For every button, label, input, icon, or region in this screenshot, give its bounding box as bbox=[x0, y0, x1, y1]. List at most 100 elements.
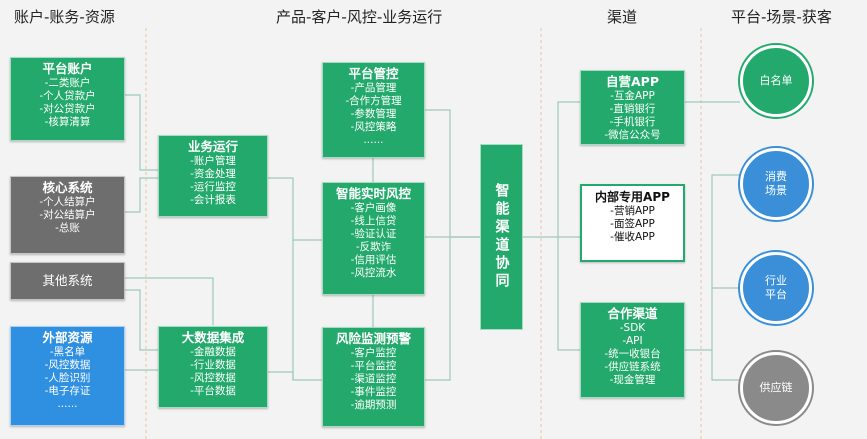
other-system-title: 其他系统 bbox=[42, 273, 93, 288]
list-item: -催收APP bbox=[610, 231, 655, 243]
smart-channel-box: 智能渠道协同 bbox=[480, 144, 523, 330]
whitelist-label: 白名单 bbox=[759, 74, 793, 87]
list-item: -运行监控 bbox=[190, 181, 236, 193]
platform-account-title: 平台账户 bbox=[42, 61, 93, 76]
list-item: -反欺诈 bbox=[355, 241, 392, 253]
list-item: -事件监控 bbox=[350, 386, 397, 398]
business-ops-title: 业务运行 bbox=[187, 139, 238, 154]
list-item: -平台监控 bbox=[350, 360, 397, 372]
list-item: -微信公众号 bbox=[604, 129, 661, 141]
risk-monitor-items: -客户监控 -平台监控 -渠道监控 -事件监控 -逾期预测 bbox=[351, 347, 397, 412]
list-item: -营销APP bbox=[610, 205, 655, 217]
whitelist-circle: 白名单 bbox=[740, 45, 812, 117]
list-item: -黑名单 bbox=[49, 346, 86, 358]
list-item: -现金管理 bbox=[609, 374, 656, 386]
platform-control-box: 平台管控 -产品管理 -合作方管理 -参数管理 -风控策略 ...... bbox=[322, 62, 425, 158]
list-item: -个人结算户 bbox=[39, 196, 96, 208]
list-item: -渠道监控 bbox=[350, 373, 397, 385]
consumer-label-line2: 场景 bbox=[765, 184, 787, 197]
big-data-items: -金融数据 -行业数据 -风控数据 -平台数据 bbox=[190, 346, 236, 398]
list-item: -个人贷款户 bbox=[39, 90, 96, 102]
list-item: -客户画像 bbox=[350, 202, 397, 214]
list-item: -供应链系统 bbox=[604, 361, 661, 373]
list-item: -二类账户 bbox=[44, 77, 91, 89]
list-item: ...... bbox=[363, 134, 384, 146]
industry-platform-circle: 行业 平台 bbox=[740, 252, 812, 324]
list-item: -参数管理 bbox=[350, 108, 397, 120]
list-item: -信用评估 bbox=[350, 254, 397, 266]
list-item: -SDK bbox=[619, 322, 646, 334]
big-data-title: 大数据集成 bbox=[181, 330, 245, 345]
consumer-scenario-circle: 消费 场景 bbox=[740, 148, 812, 220]
platform-control-items: -产品管理 -合作方管理 -参数管理 -风控策略 ...... bbox=[345, 82, 401, 147]
list-item: -客户监控 bbox=[350, 347, 397, 359]
external-resources-title: 外部资源 bbox=[42, 330, 93, 345]
list-item: -风控数据 bbox=[190, 372, 236, 384]
core-system-box: 核心系统 -个人结算户 -对公结算户 -总账 bbox=[10, 176, 125, 254]
list-item: -验证认证 bbox=[350, 228, 397, 240]
list-item: -平台数据 bbox=[190, 385, 236, 397]
list-item: -会计报表 bbox=[190, 194, 236, 206]
risk-monitor-box: 风险监测预警 -客户监控 -平台监控 -渠道监控 -事件监控 -逾期预测 bbox=[322, 327, 425, 427]
self-app-title: 自营APP bbox=[606, 74, 659, 89]
list-item: -面签APP bbox=[610, 218, 655, 230]
list-item: -行业数据 bbox=[190, 359, 236, 371]
list-item: -互金APP bbox=[610, 90, 655, 102]
business-ops-items: -账户管理 -资金处理 -运行监控 -会计报表 bbox=[190, 155, 236, 207]
internal-app-box: 内部专用APP -营销APP -面签APP -催收APP bbox=[580, 184, 685, 262]
industry-label-line1: 行业 bbox=[765, 274, 787, 287]
external-resources-box: 外部资源 -黑名单 -风控数据 -人脸识别 -电子存证 ...... bbox=[10, 326, 125, 426]
list-item: -风控数据 bbox=[44, 359, 91, 371]
list-item: -核算清算 bbox=[44, 116, 91, 128]
partner-channel-title: 合作渠道 bbox=[607, 306, 658, 321]
smart-channel-title: 智能渠道协同 bbox=[493, 183, 510, 291]
platform-account-box: 平台账户 -二类账户 -个人贷款户 -对公贷款户 -核算清算 bbox=[10, 57, 125, 141]
big-data-box: 大数据集成 -金融数据 -行业数据 -风控数据 -平台数据 bbox=[158, 326, 268, 408]
external-resources-items: -黑名单 -风控数据 -人脸识别 -电子存证 ...... bbox=[45, 346, 91, 411]
platform-account-items: -二类账户 -个人贷款户 -对公贷款户 -核算清算 bbox=[39, 77, 95, 129]
business-ops-box: 业务运行 -账户管理 -资金处理 -运行监控 -会计报表 bbox=[158, 135, 268, 217]
list-item: -风控流水 bbox=[350, 267, 397, 279]
column-title-channels: 渠道 bbox=[607, 8, 638, 26]
column-title-operations: 产品-客户-风控-业务运行 bbox=[276, 8, 443, 26]
list-item: -总账 bbox=[55, 222, 80, 234]
core-system-items: -个人结算户 -对公结算户 -总账 bbox=[39, 196, 95, 235]
list-item: -合作方管理 bbox=[345, 95, 402, 107]
internal-app-title: 内部专用APP bbox=[595, 190, 670, 204]
list-item: -统一收银台 bbox=[604, 348, 661, 360]
list-item: -风控策略 bbox=[350, 121, 397, 133]
list-item: -电子存证 bbox=[44, 385, 91, 397]
partner-channel-box: 合作渠道 -SDK -API -统一收银台 -供应链系统 -现金管理 bbox=[580, 302, 685, 398]
list-item: -线上信贷 bbox=[350, 215, 397, 227]
core-system-title: 核心系统 bbox=[42, 180, 93, 195]
column-title-scenarios: 平台-场景-获客 bbox=[731, 8, 832, 26]
list-item: -逾期预测 bbox=[350, 399, 397, 411]
consumer-label-line1: 消费 bbox=[765, 170, 787, 183]
industry-label-line2: 平台 bbox=[765, 288, 787, 301]
list-item: -资金处理 bbox=[190, 168, 236, 180]
self-app-box: 自营APP -互金APP -直销银行 -手机银行 -微信公众号 bbox=[580, 70, 685, 145]
self-app-items: -互金APP -直销银行 -手机银行 -微信公众号 bbox=[604, 90, 660, 142]
other-system-box: 其他系统 bbox=[10, 262, 125, 300]
list-item: -产品管理 bbox=[350, 82, 397, 94]
list-item: -手机银行 bbox=[609, 116, 656, 128]
platform-control-title: 平台管控 bbox=[348, 66, 399, 81]
smart-risk-items: -客户画像 -线上信贷 -验证认证 -反欺诈 -信用评估 -风控流水 bbox=[351, 202, 397, 280]
smart-risk-box: 智能实时风控 -客户画像 -线上信贷 -验证认证 -反欺诈 -信用评估 -风控流… bbox=[322, 182, 425, 295]
internal-app-items: -营销APP -面签APP -催收APP bbox=[610, 205, 655, 244]
list-item: -直销银行 bbox=[609, 103, 656, 115]
list-item: -对公贷款户 bbox=[39, 103, 96, 115]
list-item: -对公结算户 bbox=[39, 209, 96, 221]
risk-monitor-title: 风险监测预警 bbox=[335, 331, 411, 346]
list-item: ...... bbox=[57, 398, 78, 410]
list-item: -人脸识别 bbox=[44, 372, 91, 384]
list-item: -金融数据 bbox=[190, 346, 236, 358]
list-item: -API bbox=[622, 335, 643, 347]
supply-chain-circle: 供应链 bbox=[740, 352, 812, 424]
column-title-accounts: 账户-账务-资源 bbox=[14, 8, 115, 26]
smart-risk-title: 智能实时风控 bbox=[335, 186, 411, 201]
supply-chain-label: 供应链 bbox=[759, 381, 793, 394]
partner-channel-items: -SDK -API -统一收银台 -供应链系统 -现金管理 bbox=[604, 322, 660, 387]
list-item: -账户管理 bbox=[190, 155, 236, 167]
